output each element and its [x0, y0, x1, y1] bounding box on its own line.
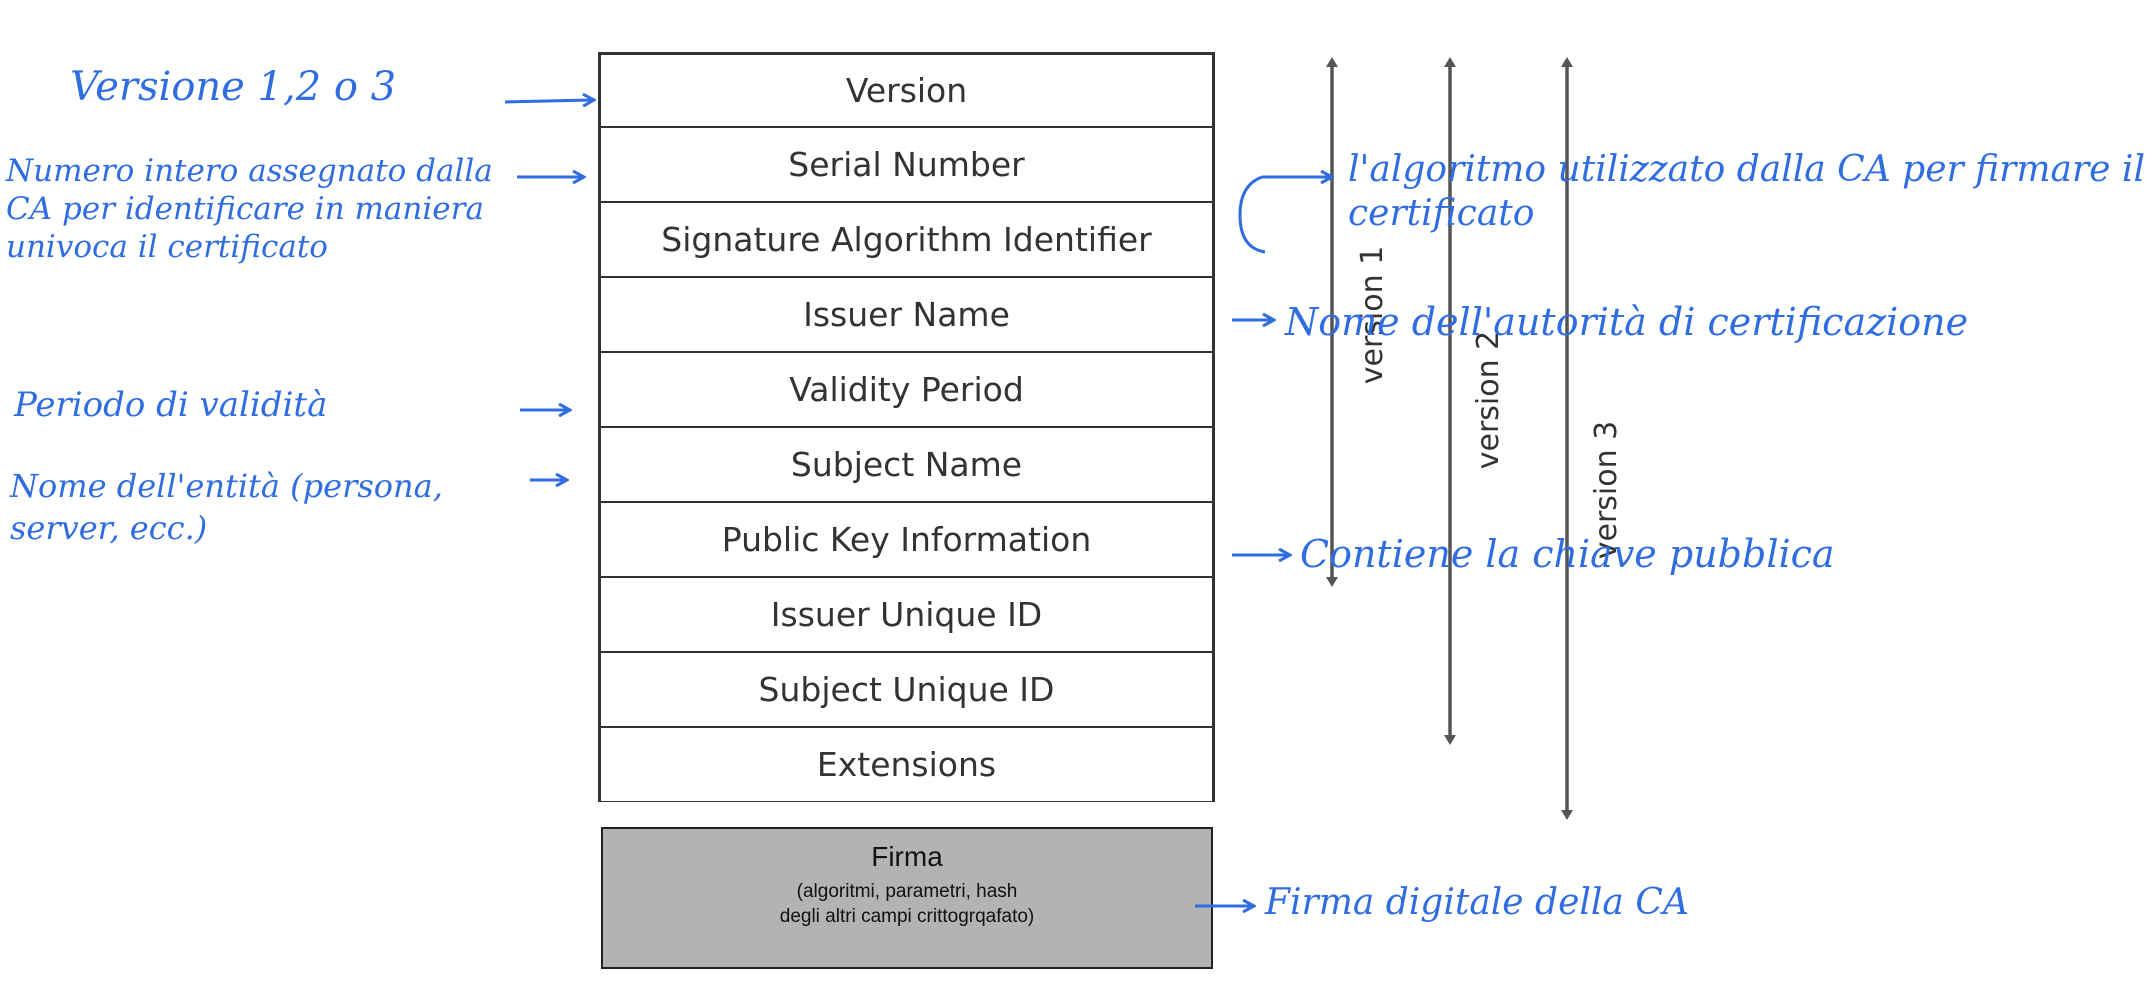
signature-detail: (algoritmi, parametri, hash degli altri …	[779, 881, 1035, 927]
version-1-label: version 1	[1355, 246, 1390, 385]
field-label: Subject Unique ID	[758, 670, 1055, 709]
signature-title: Firma	[871, 841, 943, 872]
field-label: Issuer Unique ID	[770, 595, 1043, 634]
annotation-validity: Periodo di validità	[14, 385, 328, 425]
version-2-label: version 2	[1471, 331, 1506, 470]
field-label: Serial Number	[788, 145, 1025, 184]
field-public-key-information: Public Key Information	[598, 502, 1215, 577]
field-signature-algorithm-identifier: Signature Algorithm Identifier	[598, 202, 1215, 277]
annotation-algorithm: l'algoritmo utilizzato dalla CA per firm…	[1348, 149, 2145, 234]
field-extensions: Extensions	[598, 727, 1215, 802]
version-3-label: version 3	[1589, 421, 1624, 560]
field-issuer-name: Issuer Name	[598, 277, 1215, 352]
field-label: Issuer Name	[803, 295, 1010, 334]
annotation-public-key: Contiene la chiave pubblica	[1300, 532, 1835, 576]
annotation-arrow-version	[504, 100, 592, 102]
field-label: Public Key Information	[721, 520, 1092, 559]
field-subject-unique-id: Subject Unique ID	[598, 652, 1215, 727]
field-serial-number: Serial Number	[598, 127, 1215, 202]
field-label: Validity Period	[789, 370, 1024, 409]
field-issuer-unique-id: Issuer Unique ID	[598, 577, 1215, 652]
field-label: Version	[845, 71, 968, 110]
annotation-serial: Numero intero assegnato dalla CA per ide…	[6, 153, 493, 265]
annotation-brace-algorithm	[1238, 175, 1266, 254]
field-label: Extensions	[816, 745, 997, 784]
annotation-subject: Nome dell'entità (persona, server, ecc.)	[10, 467, 443, 547]
field-validity-period: Validity Period	[598, 352, 1215, 427]
signature-block: Firma (algoritmi, parametri, hash degli …	[601, 827, 1213, 969]
field-label: Signature Algorithm Identifier	[661, 220, 1152, 259]
annotation-signature: Firma digitale della CA	[1265, 882, 1689, 923]
field-subject-name: Subject Name	[598, 427, 1215, 502]
annotation-issuer: Nome dell'autorità di certificazione	[1285, 300, 1969, 344]
annotation-version: Versione 1,2 o 3	[70, 64, 397, 110]
field-label: Subject Name	[790, 445, 1023, 484]
field-version: Version	[598, 52, 1215, 127]
